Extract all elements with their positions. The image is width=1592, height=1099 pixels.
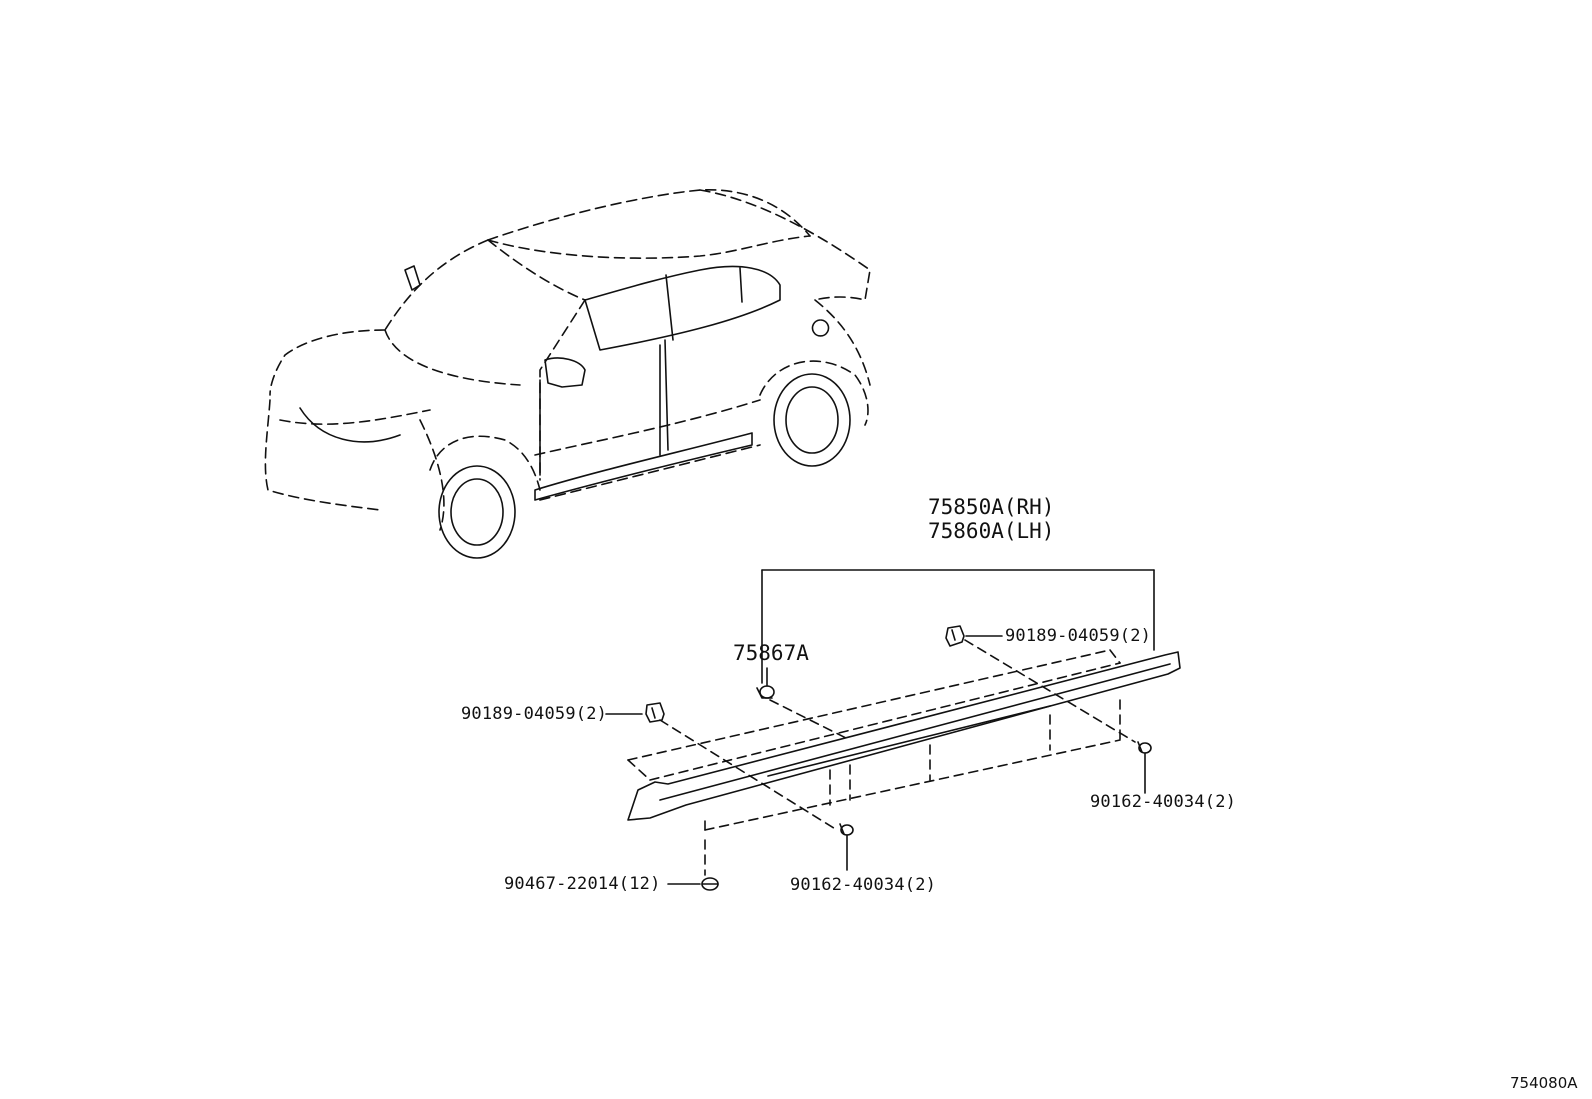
callout-nut: 90467-22014(12) (504, 874, 661, 894)
callout-molding-rh: 75850A(RH) (928, 495, 1055, 519)
rocker-molding (627, 651, 1181, 821)
callout-screw-right: 90162-40034(2) (1090, 792, 1237, 812)
clip-75867a (756, 685, 775, 699)
clip-left (645, 702, 665, 723)
clip-upper-right (945, 625, 965, 647)
screw-center (839, 823, 854, 871)
molding-phantom (627, 639, 1136, 876)
front-wheel (438, 465, 516, 559)
rear-wheel (773, 373, 851, 467)
callout-clip-upper-right: 90189-04059(2) (1005, 626, 1152, 646)
callout-part-75867a: 75867A (733, 641, 809, 665)
callout-screw-center: 90162-40034(2) (790, 875, 937, 895)
callout-clip-left: 90189-04059(2) (461, 704, 608, 724)
figure-id: 754080A (1510, 1074, 1578, 1092)
vehicle-solid-lines (299, 265, 830, 501)
screw-right (1137, 741, 1152, 794)
vehicle-outline (264, 188, 871, 531)
nut-90467 (701, 877, 719, 891)
callout-molding-lh: 75860A(LH) (928, 519, 1055, 543)
